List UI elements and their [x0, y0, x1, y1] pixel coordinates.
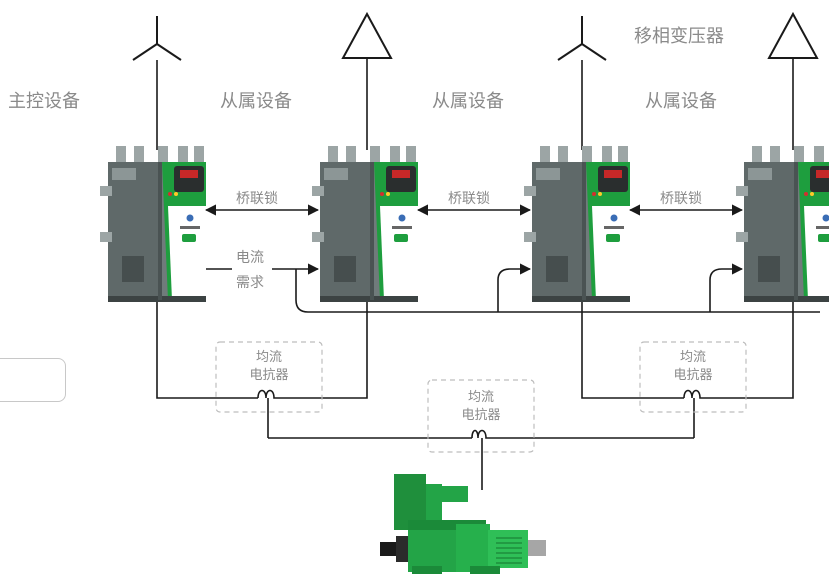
label-reactor-left-1: 均流	[256, 350, 282, 365]
reactor-box-right	[639, 341, 747, 413]
drive-slave-2	[524, 146, 630, 302]
reactor-coil-center	[471, 429, 492, 439]
label-master: 主控设备	[8, 91, 80, 112]
drive-slave-3	[736, 146, 829, 302]
partial-box	[0, 358, 66, 402]
reactor-box-left	[215, 341, 323, 413]
current-demand-branch-3	[709, 263, 744, 312]
label-reactor-center-1: 均流	[468, 390, 494, 405]
label-interlock-1: 桥联锁	[236, 191, 278, 207]
dc-wire-master	[156, 302, 258, 399]
drive-slave-1	[312, 146, 418, 302]
current-demand-bus	[295, 269, 820, 313]
reactor-coil-right	[683, 389, 706, 399]
label-interlock-3: 桥联锁	[660, 191, 702, 207]
drive-master	[100, 146, 206, 302]
reactor-coil-left	[257, 389, 280, 399]
label-reactor-left-2: 电抗器	[249, 368, 288, 383]
label-current-demand-1: 电流	[236, 250, 264, 266]
label-interlock-2: 桥联锁	[448, 191, 490, 207]
dc-wire-slave1	[280, 302, 368, 399]
current-demand-branch-2	[497, 263, 532, 312]
label-slave-1: 从属设备	[220, 91, 292, 112]
delta-symbol-icon	[342, 13, 392, 59]
wye-symbol-icon	[557, 15, 607, 61]
delta-symbol-icon	[768, 13, 818, 59]
label-reactor-right-2: 电抗器	[673, 368, 712, 383]
dc-motor-icon	[380, 474, 546, 574]
reactor-box-center	[427, 379, 535, 453]
label-reactor-center-2: 电抗器	[461, 408, 500, 423]
label-current-demand-2: 需求	[236, 275, 264, 291]
label-slave-3: 从属设备	[645, 91, 717, 112]
dc-wire-slave2	[581, 302, 684, 399]
label-reactor-right-1: 均流	[680, 350, 706, 365]
label-transformer: 移相变压器	[634, 26, 724, 47]
wye-symbol-icon	[132, 15, 182, 61]
dc-wire-slave3	[706, 302, 794, 399]
label-slave-2: 从属设备	[432, 91, 504, 112]
